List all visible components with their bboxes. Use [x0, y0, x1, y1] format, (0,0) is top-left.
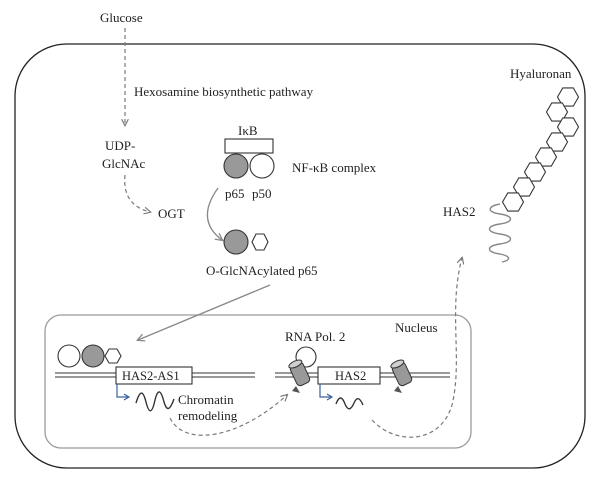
chromatin-remodeling-arrow: [169, 395, 287, 436]
chromatin-label-line2: remodeling: [178, 408, 238, 423]
glcnac-hexagon: [251, 233, 269, 251]
has2-as1-label: HAS2-AS1: [122, 369, 180, 383]
has2-membrane-label: HAS2: [443, 204, 476, 219]
has2-gene-box: [317, 366, 381, 385]
nucleosome-right-pointer: [394, 386, 402, 393]
udp-to-ogt-arrow: [124, 174, 150, 212]
p50-bound-circle: [57, 344, 81, 368]
p50-label: p50: [252, 186, 272, 201]
cytoplasm-to-nucleus-arrow: [138, 284, 271, 340]
hyaluronan-unit: [523, 162, 547, 182]
ikb-box: [224, 138, 274, 154]
has2-as1-tss-arrowhead: [123, 393, 131, 401]
p50-circle: [249, 153, 275, 179]
p65-bound-circle: [81, 344, 105, 368]
rna-pol-label: RNA Pol. 2: [285, 329, 345, 344]
has2-as1-transcript: [135, 391, 175, 412]
oglcnac-p65-label: O-GlcNAcylated p65: [206, 263, 318, 278]
hyaluronan-unit: [545, 132, 569, 152]
glucose-label: Glucose: [100, 10, 143, 25]
hyaluronan-unit: [512, 177, 536, 197]
hyaluronan-unit: [534, 147, 558, 167]
nucleosome-left: [288, 359, 311, 387]
p65-label: p65: [225, 186, 245, 201]
nfkb-complex-label: NF-κB complex: [292, 160, 377, 175]
hyaluronan-unit: [556, 87, 580, 107]
hyaluronan-unit: [556, 117, 580, 137]
p65-to-oglcnac-arrow: [206, 187, 222, 240]
has2-as1-tss-arrow: [116, 384, 128, 398]
hyaluronan-label: Hyaluronan: [510, 66, 572, 81]
nucleus-label: Nucleus: [395, 320, 438, 335]
ikb-label: IκB: [238, 123, 258, 138]
has2-tss-arrowhead: [326, 393, 334, 401]
has2-mrna-to-membrane-arrow: [371, 258, 462, 438]
nucleus-compartment: [44, 314, 472, 449]
has2-as1-gene-box: [115, 366, 193, 385]
nucleosome-left-pointer: [292, 386, 300, 393]
has2-tss-arrow: [319, 384, 331, 398]
nucleosome-right: [390, 359, 413, 387]
udp-label-line2: GlcNAc: [102, 156, 146, 171]
oglcnac-p65-circle: [223, 229, 249, 255]
ogt-label: OGT: [158, 206, 185, 221]
hexosamine-pathway-label: Hexosamine biosynthetic pathway: [134, 84, 314, 99]
udp-label-line1: UDP-: [105, 138, 135, 153]
has2-transcript: [335, 397, 364, 410]
p65-circle: [223, 153, 249, 179]
bound-glcnac-hexagon: [104, 348, 122, 364]
has2-membrane-protein: [488, 203, 512, 263]
hyaluronan-unit: [501, 192, 525, 212]
chromatin-label-line1: Chromatin: [178, 392, 234, 407]
has2-gene-label: HAS2: [335, 369, 366, 383]
hyaluronan-chain: [501, 87, 580, 212]
